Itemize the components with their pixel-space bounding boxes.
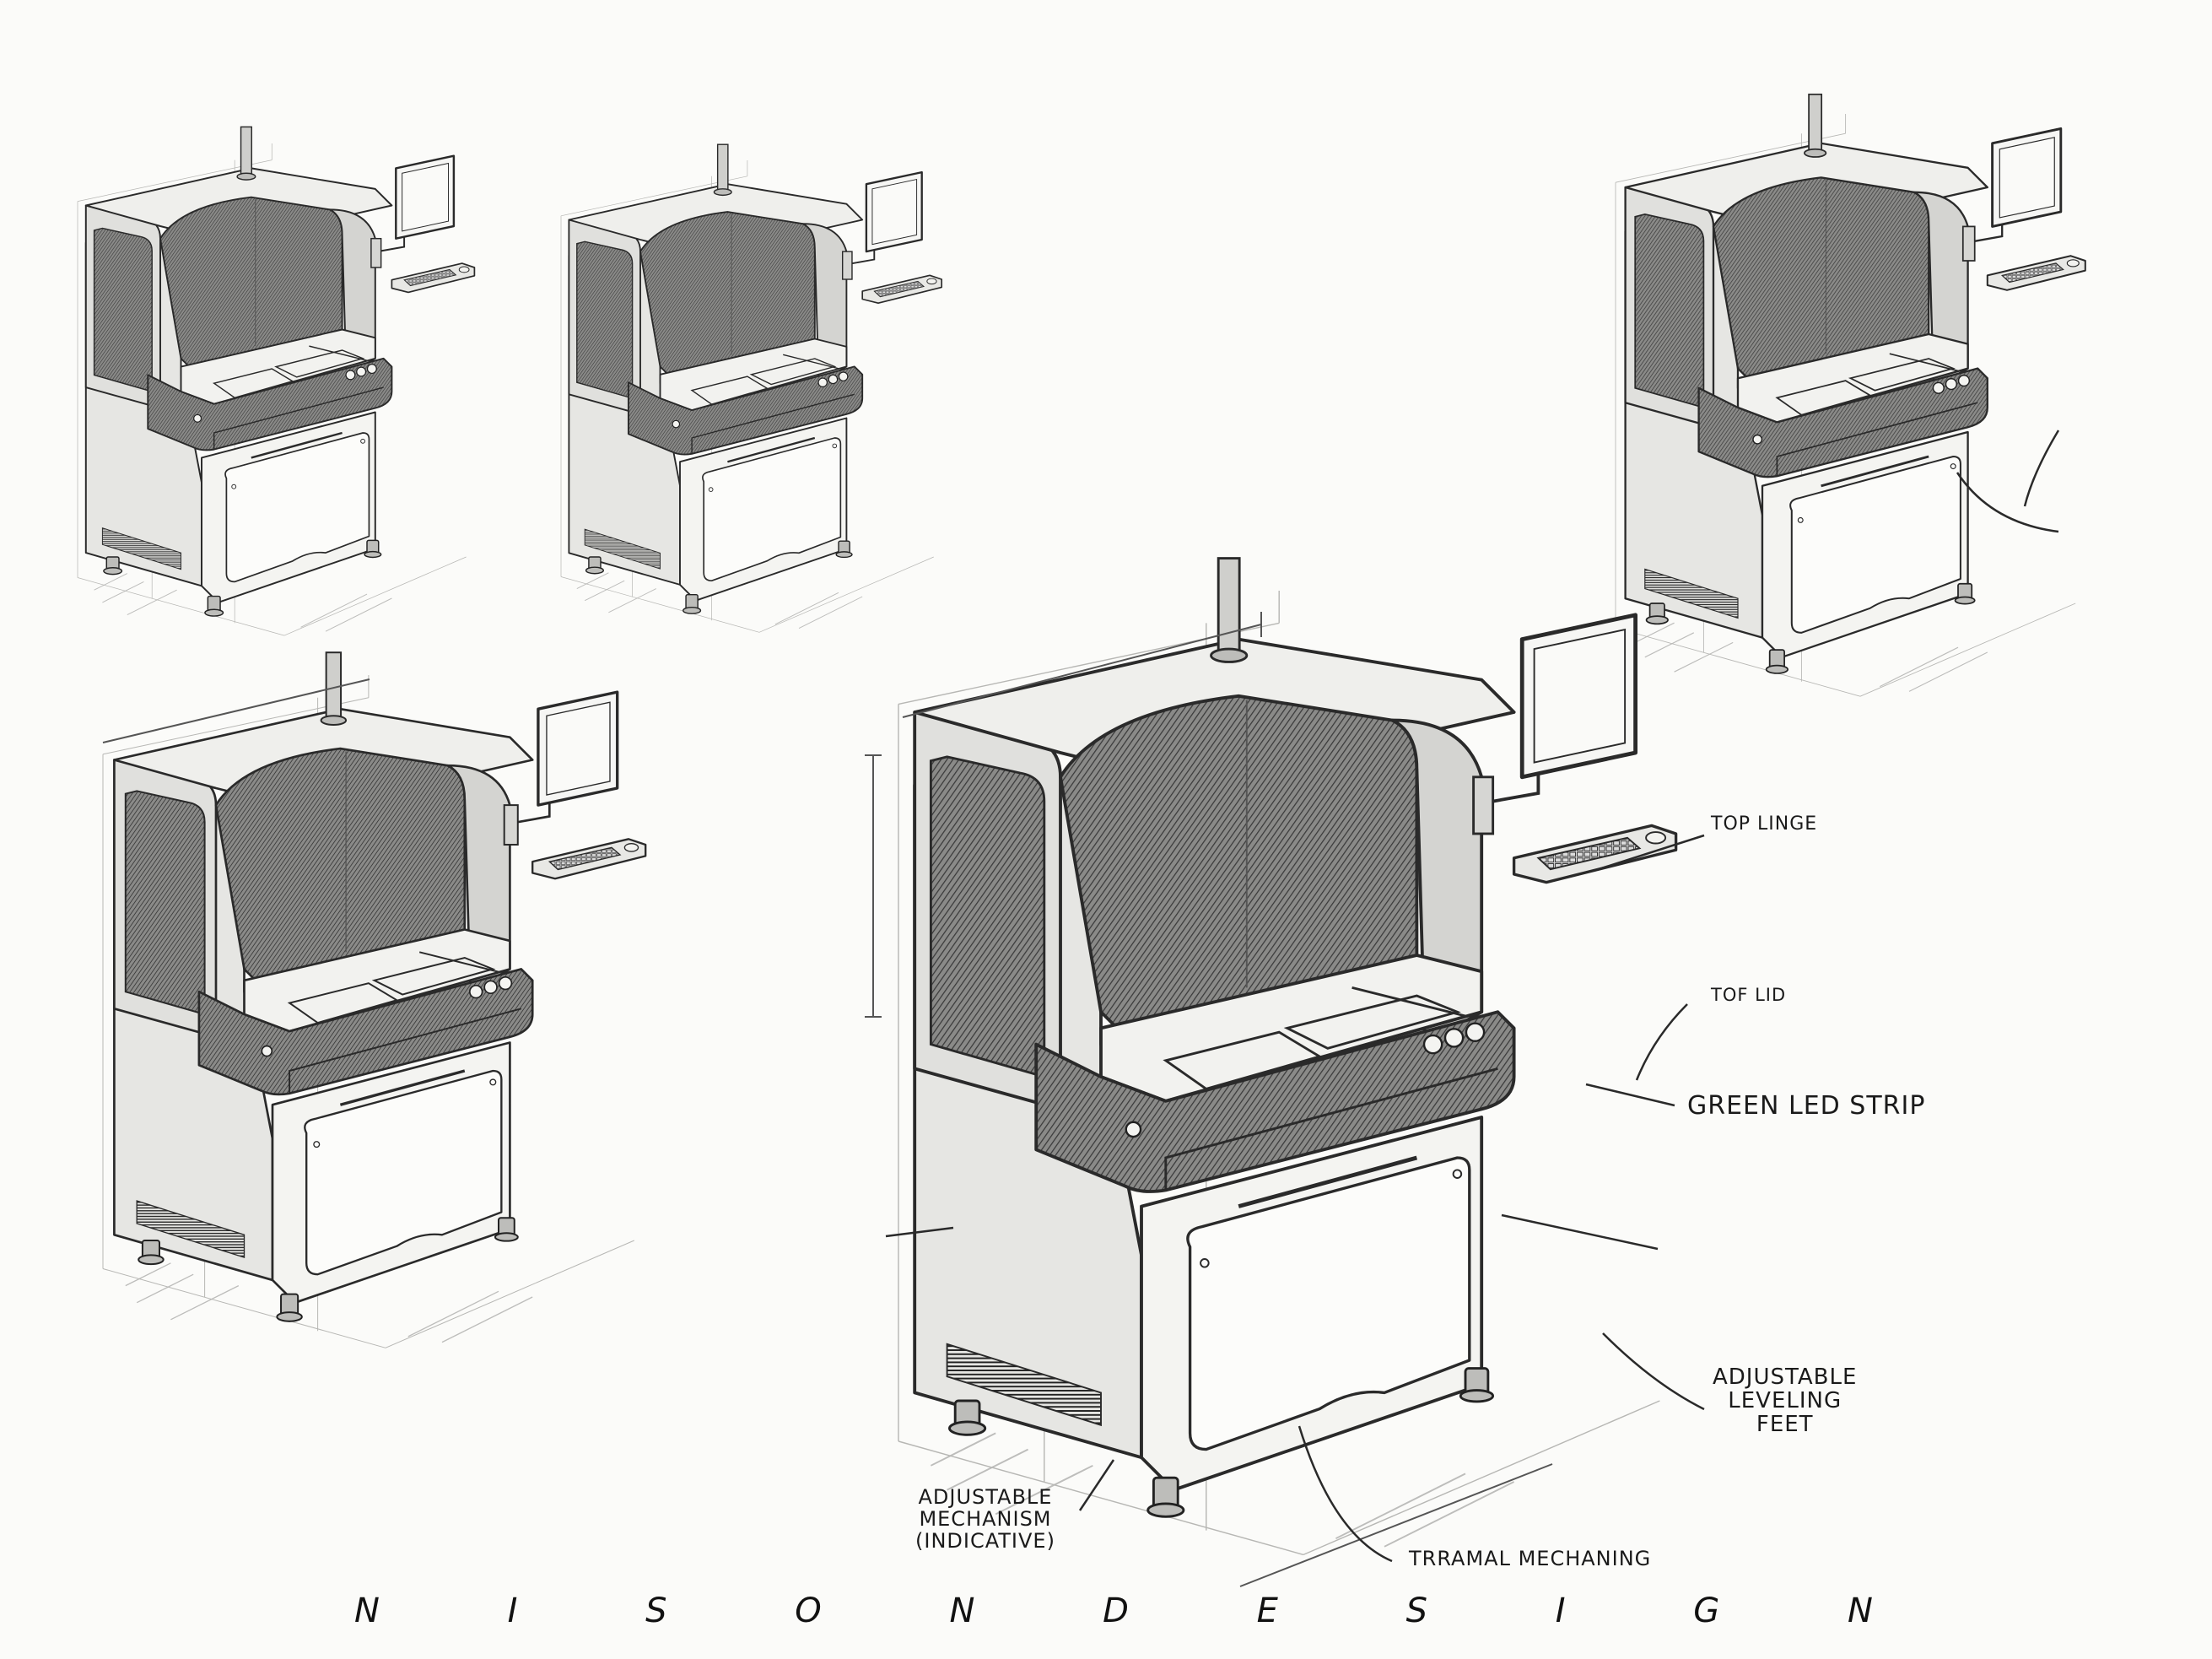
machine-sketch-main xyxy=(898,559,1676,1555)
brand-letter: O xyxy=(795,1591,822,1630)
leader-lines xyxy=(885,430,2060,1563)
brand-wordmark: N I S O N D E S I G N xyxy=(354,1591,1873,1630)
brand-letter: E xyxy=(1256,1591,1278,1630)
callout-adjustable-leveling-feet: ADJUSTABLE LEVELING FEET xyxy=(1713,1364,1858,1438)
callout-tof-lid: TOF LID xyxy=(1711,985,1787,1005)
brand-letter: N xyxy=(949,1591,975,1630)
machine-sketch-2 xyxy=(559,143,943,634)
brand-letter: S xyxy=(645,1591,667,1630)
brand-letter: N xyxy=(354,1591,380,1630)
callout-trramal-mechaning: TRRAMAL MECHANING xyxy=(1409,1547,1652,1570)
callout-top-linge: TOP LINGE xyxy=(1711,813,1818,835)
brand-letter: G xyxy=(1693,1591,1720,1630)
callout-green-led-strip: GREEN LED STRIP xyxy=(1687,1091,1926,1121)
dimension-lines xyxy=(102,612,1553,1587)
callout-adjustable-mechanism: ADJUSTABLE MECHANISM (INDICATIVE) xyxy=(915,1485,1055,1553)
brand-letter: I xyxy=(507,1591,518,1630)
machine-sketch-3 xyxy=(1614,93,2087,698)
brand-letter: I xyxy=(1555,1591,1566,1630)
machine-sketch-1 xyxy=(76,126,476,637)
machine-sketch-4 xyxy=(101,651,647,1349)
brand-letter: N xyxy=(1847,1591,1873,1630)
brand-letter: D xyxy=(1103,1591,1129,1630)
brand-letter: S xyxy=(1405,1591,1428,1630)
